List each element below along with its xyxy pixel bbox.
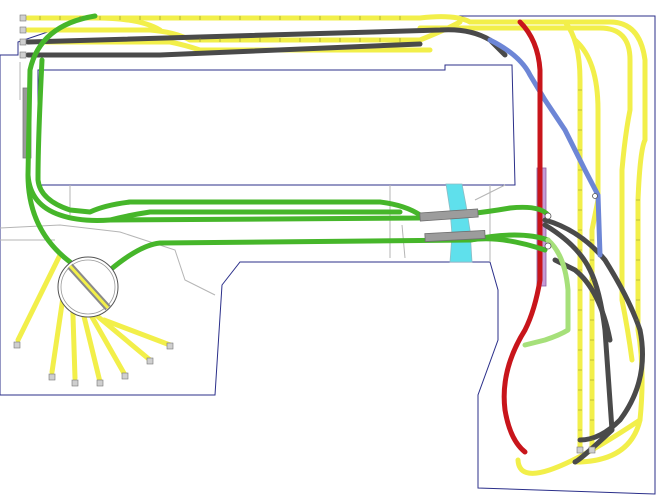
switch-markers [544,193,598,250]
blue-track [487,37,603,258]
bridges [419,208,486,242]
track-sleepers [39,16,640,441]
baseboard-outline [0,15,656,495]
red-track [501,19,543,455]
scenery-outlines [0,62,506,296]
light-green-track [522,237,571,348]
inner-hole-outline [37,64,516,186]
yellow-tracks [15,14,648,476]
buffer-stops [13,14,596,454]
river [445,183,473,263]
turntable [57,256,119,318]
